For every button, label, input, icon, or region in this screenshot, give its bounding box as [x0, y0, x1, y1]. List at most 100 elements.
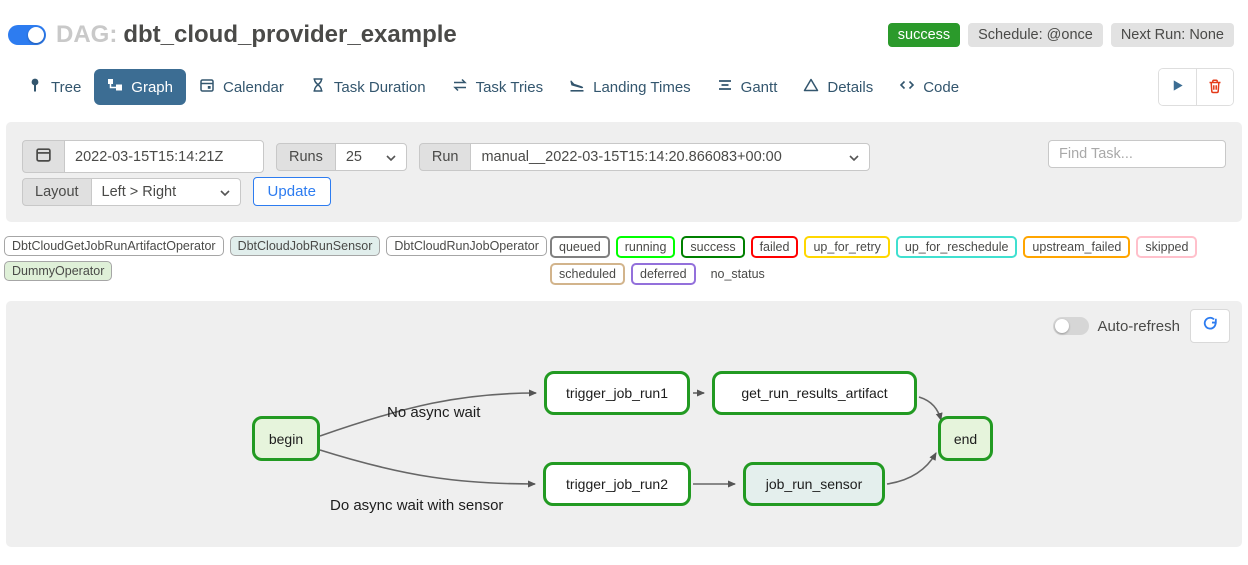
update-button[interactable]: Update [252, 177, 331, 206]
dag-name: dbt_cloud_provider_example [123, 21, 457, 48]
filter-row-1: Runs 25 Run manual__2022-03-15T15:14:20.… [22, 140, 1226, 173]
status-badge[interactable]: queued [550, 236, 610, 258]
operator-badge[interactable]: DbtCloudJobRunSensor [229, 236, 381, 256]
tab-code[interactable]: Code [886, 69, 972, 105]
task-node-end[interactable]: end [938, 416, 993, 461]
tab-gantt[interactable]: Gantt [704, 69, 791, 105]
dag-status-badge[interactable]: success [887, 23, 961, 47]
dag-action-buttons [1158, 68, 1234, 106]
layout-group: Layout Left > Right [22, 177, 241, 206]
layout-select[interactable]: Left > Right [90, 177, 241, 206]
runs-group: Runs 25 [276, 142, 407, 171]
operator-badge[interactable]: DummyOperator [4, 261, 113, 281]
operator-legend: DbtCloudGetJobRunArtifactOperator DbtClo… [4, 236, 550, 281]
tab-label: Details [827, 78, 874, 96]
refresh-icon [1202, 316, 1219, 336]
chevron-down-icon [849, 149, 860, 165]
repeat-icon [452, 77, 468, 97]
filter-row-2: Layout Left > Right Update [22, 177, 1226, 206]
legend: DbtCloudGetJobRunArtifactOperator DbtClo… [4, 236, 1248, 285]
graph-icon [107, 77, 123, 97]
status-badge[interactable]: scheduled [550, 263, 625, 285]
page-title: DAG:dbt_cloud_provider_example [56, 21, 457, 49]
play-icon [1170, 78, 1185, 96]
status-badge: no_status [710, 267, 765, 281]
tab-label: Code [923, 78, 960, 96]
tab-graph[interactable]: Graph [94, 69, 186, 105]
status-badge[interactable]: up_for_reschedule [895, 236, 1018, 258]
status-badge[interactable]: failed [750, 236, 799, 258]
find-task-input[interactable] [1048, 140, 1226, 168]
auto-refresh-toggle[interactable] [1053, 317, 1090, 335]
edge-label-do-async-wait: Do async wait with sensor [330, 497, 504, 514]
schedule-badge: Schedule: @once [968, 23, 1103, 47]
runs-label: Runs [276, 142, 336, 171]
tab-task-duration[interactable]: Task Duration [297, 69, 439, 105]
tab-details[interactable]: Details [790, 69, 886, 105]
tab-label: Gantt [740, 78, 778, 96]
refresh-button[interactable] [1190, 309, 1230, 343]
operator-badge[interactable]: DbtCloudRunJobOperator [386, 236, 547, 256]
trash-icon [1207, 78, 1223, 97]
filter-panel: Runs 25 Run manual__2022-03-15T15:14:20.… [6, 122, 1242, 222]
tab-tree[interactable]: Tree [14, 69, 94, 105]
task-node-begin[interactable]: begin [252, 416, 320, 461]
layout-value: Left > Right [101, 183, 177, 200]
tab-label: Graph [131, 78, 173, 96]
tab-label: Tree [51, 78, 82, 96]
status-badge[interactable]: up_for_retry [804, 236, 890, 258]
tab-calendar[interactable]: Calendar [186, 69, 297, 105]
execution-date-input[interactable] [64, 140, 264, 173]
auto-refresh-control: Auto-refresh [1053, 317, 1180, 335]
runs-count-value: 25 [345, 148, 362, 165]
gantt-icon [717, 77, 733, 97]
tab-label: Task Tries [475, 78, 544, 96]
trigger-dag-button[interactable] [1159, 69, 1196, 105]
calendar-button[interactable] [22, 140, 65, 173]
run-label: Run [418, 142, 472, 171]
code-icon [899, 77, 915, 97]
view-tabs: Tree Graph Calendar Task Duration Task T… [14, 68, 1234, 106]
status-badge[interactable]: deferred [631, 263, 696, 285]
task-node-job-run-sensor[interactable]: job_run_sensor [743, 462, 885, 506]
dag-pause-toggle[interactable] [8, 25, 46, 45]
dag-run-value: manual__2022-03-15T15:14:20.866083+00:00 [481, 148, 782, 165]
chevron-down-icon [386, 149, 396, 165]
run-group: Run manual__2022-03-15T15:14:20.866083+0… [418, 142, 871, 171]
dag-label: DAG: [56, 21, 118, 48]
triangle-details-icon [803, 77, 819, 97]
tree-icon [27, 77, 43, 97]
calendar-icon [35, 146, 52, 167]
execution-date-group [22, 140, 264, 173]
status-legend: queued running success failed up_for_ret… [550, 236, 1248, 285]
toggle-knob [1055, 319, 1070, 333]
header-badges: success Schedule: @once Next Run: None [887, 23, 1234, 47]
graph-canvas: begin trigger_job_run1 get_run_results_a… [6, 301, 1242, 547]
task-node-get-run-results-artifact[interactable]: get_run_results_artifact [712, 371, 917, 415]
operator-badge[interactable]: DbtCloudGetJobRunArtifactOperator [4, 236, 224, 256]
tab-label: Task Duration [333, 78, 426, 96]
hourglass-icon [310, 77, 326, 97]
tab-label: Calendar [223, 78, 284, 96]
dag-header: DAG:dbt_cloud_provider_example success S… [0, 0, 1248, 54]
dag-run-select[interactable]: manual__2022-03-15T15:14:20.866083+00:00 [470, 142, 871, 171]
plane-landing-icon [569, 77, 585, 97]
delete-dag-button[interactable] [1196, 69, 1233, 105]
status-badge[interactable]: skipped [1136, 236, 1198, 258]
tab-label: Landing Times [593, 78, 691, 96]
calendar-icon [199, 77, 215, 97]
layout-label: Layout [22, 177, 92, 206]
task-node-trigger-job-run1[interactable]: trigger_job_run1 [544, 371, 690, 415]
chevron-down-icon [219, 184, 230, 200]
auto-refresh-label: Auto-refresh [1097, 317, 1180, 335]
toggle-knob [28, 27, 44, 43]
next-run-badge: Next Run: None [1110, 23, 1234, 47]
task-node-trigger-job-run2[interactable]: trigger_job_run2 [543, 462, 691, 506]
tab-task-tries[interactable]: Task Tries [439, 69, 557, 105]
status-badge[interactable]: success [681, 236, 745, 258]
runs-count-select[interactable]: 25 [334, 142, 407, 171]
dag-edges [319, 389, 943, 488]
status-badge[interactable]: upstream_failed [1023, 236, 1131, 258]
status-badge[interactable]: running [615, 236, 676, 258]
tab-landing-times[interactable]: Landing Times [556, 69, 704, 105]
